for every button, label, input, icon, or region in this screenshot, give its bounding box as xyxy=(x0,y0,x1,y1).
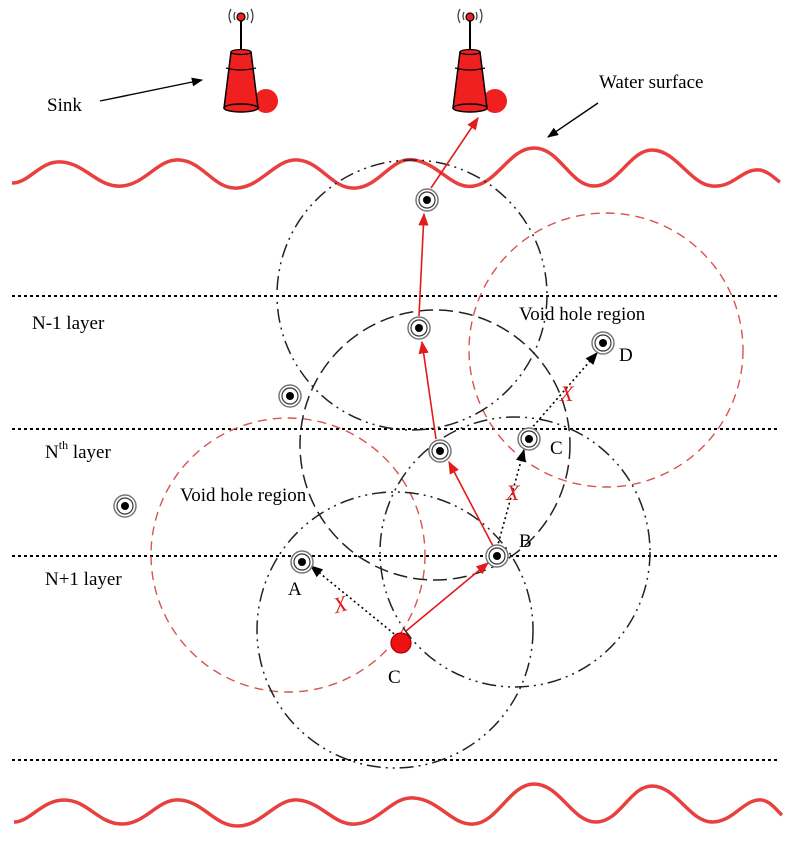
route-link-b-to-n4 xyxy=(448,460,494,547)
sink-label: Sink xyxy=(47,95,82,116)
n-plus-1-layer-label: N+1 layer xyxy=(45,569,122,590)
node-b-label: B xyxy=(519,531,532,552)
sink-pointer-arrow xyxy=(99,77,204,102)
sensor-node-isolated-left xyxy=(113,494,137,518)
n-minus-1-layer-label: N-1 layer xyxy=(32,313,105,334)
sensor-node-b xyxy=(485,544,509,568)
failed-mark-2: X xyxy=(505,480,521,505)
seabed-wave xyxy=(13,782,784,828)
failed-link-b-to-c xyxy=(496,448,526,549)
sensor-node-n-1-layer xyxy=(407,316,431,340)
water-surface-pointer-arrow xyxy=(547,102,599,138)
node-d-label: D xyxy=(619,345,633,366)
range-circle-mid xyxy=(379,416,651,688)
water-surface-wave xyxy=(11,146,781,190)
range-circle-top xyxy=(276,159,548,431)
sensor-node-d xyxy=(591,331,615,355)
void-hole-circle-right xyxy=(468,212,744,488)
failed-link-c-to-a xyxy=(310,565,399,638)
sensor-node-nth-layer xyxy=(428,439,452,463)
route-link-source-to-b xyxy=(405,562,489,632)
node-c-mid-label: C xyxy=(550,438,563,459)
sensor-node-a xyxy=(290,550,314,574)
failed-link-c-to-d xyxy=(529,352,598,431)
void-hole-label-left: Void hole region xyxy=(180,485,307,506)
failed-mark-3: X xyxy=(559,381,575,406)
water-surface-label: Water surface xyxy=(599,72,703,93)
node-c-source-label: C xyxy=(388,667,401,688)
sensor-node-surface xyxy=(415,188,439,212)
source-node-icon xyxy=(390,632,412,654)
range-circle-lower xyxy=(256,491,534,769)
void-hole-circle-left xyxy=(150,417,426,693)
node-a-label: A xyxy=(288,579,302,600)
route-link-n2-to-sink xyxy=(430,116,479,189)
range-circle-upper xyxy=(299,309,571,581)
sink-right-icon xyxy=(452,8,507,113)
failed-mark-1: X xyxy=(330,590,352,618)
sensor-node-c xyxy=(517,427,541,451)
sink-left-icon xyxy=(223,8,278,113)
route-link-n3-to-n2 xyxy=(418,212,429,317)
route-link-n4-to-n3 xyxy=(418,340,437,440)
sensor-node-isolated-upper xyxy=(278,384,302,408)
void-hole-label-right: Void hole region xyxy=(519,304,646,325)
nth-layer-label: Nth layer xyxy=(45,438,111,463)
